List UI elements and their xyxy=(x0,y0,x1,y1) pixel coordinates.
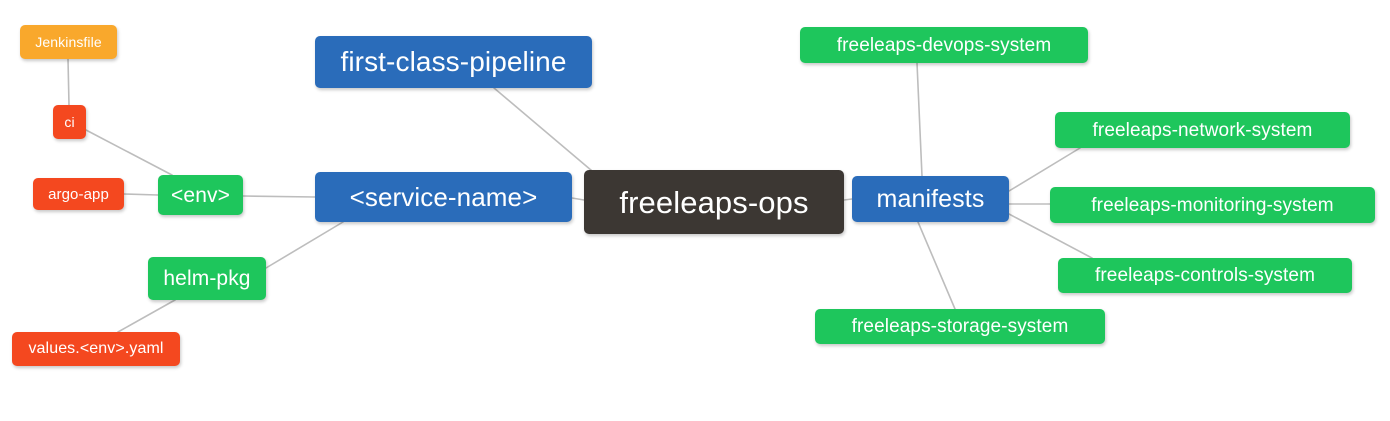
node-jenkinsfile[interactable]: Jenkinsfile xyxy=(20,25,117,59)
node-label-freeleaps-network-system: freeleaps-network-system xyxy=(1092,119,1313,141)
node-first-class-pipeline[interactable]: first-class-pipeline xyxy=(315,36,592,88)
node-label-freeleaps-controls-system: freeleaps-controls-system xyxy=(1094,265,1316,286)
node-label-helm-pkg: helm-pkg xyxy=(163,267,251,290)
edge-manifests-to-freeleaps-storage-system xyxy=(917,221,956,310)
node-label-argo-app: argo-app xyxy=(48,185,109,203)
node-label-manifests: manifests xyxy=(876,184,985,213)
node-label-ci: ci xyxy=(64,114,75,130)
node-label-first-class-pipeline: first-class-pipeline xyxy=(340,46,567,77)
node-freeleaps-devops-system[interactable]: freeleaps-devops-system xyxy=(800,27,1088,63)
node-label-freeleaps-monitoring-system: freeleaps-monitoring-system xyxy=(1091,194,1334,216)
node-ci[interactable]: ci xyxy=(53,105,86,139)
node-label-service-name: <service-name> xyxy=(349,182,538,212)
edge-manifests-to-freeleaps-network-system xyxy=(1008,147,1081,192)
node-argo-app[interactable]: argo-app xyxy=(33,178,124,210)
node-freeleaps-storage-system[interactable]: freeleaps-storage-system xyxy=(815,309,1105,344)
node-label-freeleaps-storage-system: freeleaps-storage-system xyxy=(851,316,1069,337)
edge-freeleaps-ops-to-manifests xyxy=(843,198,853,201)
node-label-jenkinsfile: Jenkinsfile xyxy=(35,34,102,50)
edge-env-to-ci xyxy=(85,129,173,176)
node-helm-pkg[interactable]: helm-pkg xyxy=(148,257,266,300)
node-label-env: <env> xyxy=(171,183,230,207)
node-label-freeleaps-devops-system: freeleaps-devops-system xyxy=(836,34,1052,56)
node-freeleaps-network-system[interactable]: freeleaps-network-system xyxy=(1055,112,1350,148)
edge-freeleaps-ops-to-service-name xyxy=(571,197,585,201)
edge-helm-pkg-to-values-yaml xyxy=(117,299,176,333)
node-env[interactable]: <env> xyxy=(158,175,243,215)
edge-freeleaps-ops-to-first-class-pipeline xyxy=(493,87,599,177)
node-label-freeleaps-ops: freeleaps-ops xyxy=(619,184,809,220)
edge-ci-to-jenkinsfile xyxy=(67,58,70,106)
node-manifests[interactable]: manifests xyxy=(852,176,1009,222)
node-values-yaml[interactable]: values.<env>.yaml xyxy=(12,332,180,366)
edge-service-name-to-helm-pkg xyxy=(265,221,344,269)
node-freeleaps-ops[interactable]: freeleaps-ops xyxy=(584,170,844,234)
node-service-name[interactable]: <service-name> xyxy=(315,172,572,222)
edge-env-to-argo-app xyxy=(123,193,159,196)
node-freeleaps-monitoring-system[interactable]: freeleaps-monitoring-system xyxy=(1050,187,1375,223)
node-freeleaps-controls-system[interactable]: freeleaps-controls-system xyxy=(1058,258,1352,293)
edge-service-name-to-env xyxy=(242,195,316,198)
node-label-values-yaml: values.<env>.yaml xyxy=(28,340,164,357)
edge-manifests-to-freeleaps-devops-system xyxy=(916,62,923,177)
